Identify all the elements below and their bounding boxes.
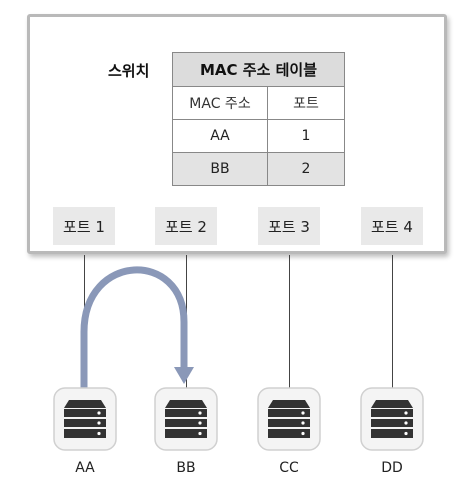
mac-table-cell-port: 1 xyxy=(267,119,345,153)
host-label-aa: AA xyxy=(75,460,95,476)
port-3: 포트 3 xyxy=(258,207,320,245)
mac-table-header-port: 포트 xyxy=(267,86,345,120)
mac-table-title: MAC 주소 테이블 xyxy=(172,52,345,87)
switch-label: 스위치 xyxy=(108,62,150,80)
server-icon xyxy=(256,386,322,452)
host-label-cc: CC xyxy=(279,460,299,476)
host-label-bb: BB xyxy=(176,460,196,476)
cable-dd xyxy=(392,255,393,395)
host-label-dd: DD xyxy=(381,460,403,476)
server-icon xyxy=(153,386,219,452)
port-1: 포트 1 xyxy=(53,207,115,245)
mac-table-cell-mac: BB xyxy=(172,152,268,186)
server-icon xyxy=(52,386,118,452)
mac-table-cell-port: 2 xyxy=(267,152,345,186)
port-2: 포트 2 xyxy=(155,207,217,245)
mac-table-cell-mac: AA xyxy=(172,119,268,153)
mac-table-header-mac: MAC 주소 xyxy=(172,86,268,120)
port-4: 포트 4 xyxy=(361,207,423,245)
mac-address-table: MAC 주소 테이블 MAC 주소 포트 AA 1 BB 2 xyxy=(172,52,345,186)
server-icon xyxy=(359,386,425,452)
cable-cc xyxy=(289,255,290,395)
